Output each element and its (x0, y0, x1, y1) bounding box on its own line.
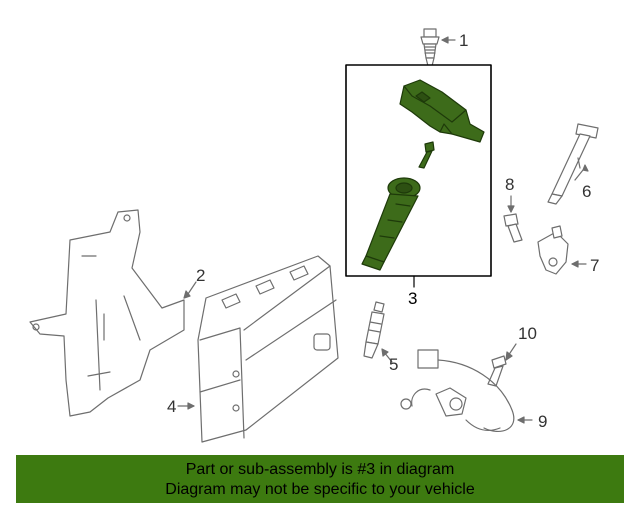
info-banner: Part or sub-assembly is #3 in diagram Di… (16, 455, 624, 503)
part-1-module[interactable] (177, 255, 339, 443)
callout-10: 10 (518, 324, 537, 343)
part-4-spark-plug[interactable] (420, 28, 456, 67)
part-5-spark-plug[interactable] (363, 301, 393, 363)
part-2-bracket[interactable] (29, 209, 197, 417)
callout-3: 3 (408, 289, 418, 308)
part-8-bolt[interactable] (503, 195, 523, 243)
callout-8: 8 (505, 175, 515, 194)
callout-4: 1 (459, 31, 469, 50)
callout-1: 4 (167, 397, 177, 416)
part-10-bolt[interactable] (487, 343, 517, 387)
callout-9: 9 (538, 412, 548, 431)
part-6-bolt[interactable] (547, 123, 599, 205)
banner-line-1: Part or sub-assembly is #3 in diagram (185, 461, 455, 478)
parts-diagram (29, 28, 599, 443)
callout-7: 7 (590, 256, 600, 275)
callout-5: 5 (389, 355, 399, 374)
banner-line-2: Diagram may not be specific to your vehi… (165, 481, 475, 498)
part-9-sensor-harness[interactable] (400, 349, 533, 432)
callout-6: 6 (582, 182, 592, 201)
part-7-sensor[interactable] (537, 225, 587, 275)
callout-2: 2 (196, 266, 206, 285)
part-3-ignition-coil[interactable] (361, 79, 485, 271)
